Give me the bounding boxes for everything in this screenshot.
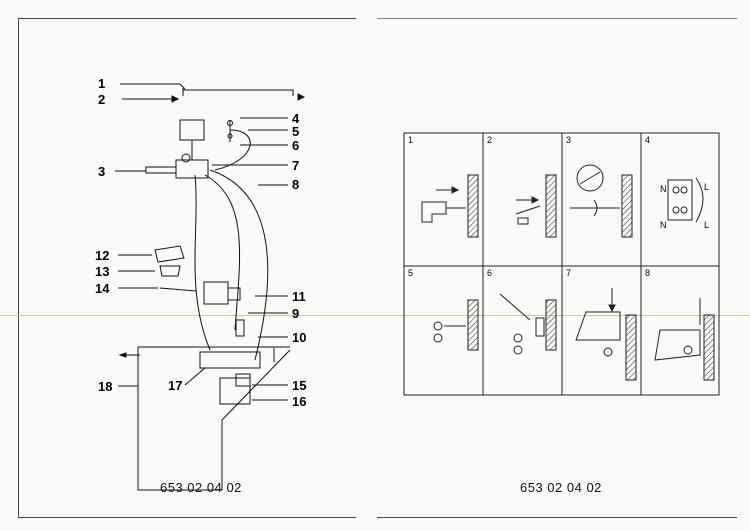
part-label-6: 6 bbox=[292, 138, 299, 153]
right-page-frame bbox=[377, 18, 737, 518]
part-label-5: 5 bbox=[292, 124, 299, 139]
part-label-1: 1 bbox=[98, 76, 105, 91]
step-number-2: 2 bbox=[487, 135, 492, 145]
step-number-6: 6 bbox=[487, 268, 492, 278]
part-label-8: 8 bbox=[292, 177, 299, 192]
part-label-4: 4 bbox=[292, 111, 300, 126]
terminal-label-l-bottom: L bbox=[704, 220, 709, 230]
step-number-1: 1 bbox=[408, 135, 413, 145]
part-label-15: 15 bbox=[292, 378, 306, 393]
part-label-17: 17 bbox=[168, 378, 182, 393]
part-label-11: 11 bbox=[292, 289, 306, 304]
part-label-2: 2 bbox=[98, 92, 105, 107]
terminal-label-l-top: L bbox=[704, 182, 709, 192]
part-label-9: 9 bbox=[292, 306, 299, 321]
product-code-right: 653 02 04 02 bbox=[520, 480, 602, 495]
step-number-5: 5 bbox=[408, 268, 413, 278]
part-label-7: 7 bbox=[292, 158, 299, 173]
step-number-4: 4 bbox=[645, 135, 650, 145]
part-label-3: 3 bbox=[98, 164, 105, 179]
part-label-14: 14 bbox=[95, 281, 110, 296]
part-label-18: 18 bbox=[98, 379, 112, 394]
left-page-frame bbox=[18, 18, 356, 518]
part-label-13: 13 bbox=[95, 264, 109, 279]
part-label-10: 10 bbox=[292, 330, 306, 345]
step-number-8: 8 bbox=[645, 268, 650, 278]
step-number-7: 7 bbox=[566, 268, 571, 278]
part-label-16: 16 bbox=[292, 394, 306, 409]
fold-line bbox=[0, 315, 750, 316]
part-label-12: 12 bbox=[95, 248, 109, 263]
terminal-label-n-bottom: N bbox=[660, 220, 667, 230]
product-code-left: 653 02 04 02 bbox=[160, 480, 242, 495]
step-number-3: 3 bbox=[566, 135, 571, 145]
terminal-label-n-top: N bbox=[660, 184, 667, 194]
